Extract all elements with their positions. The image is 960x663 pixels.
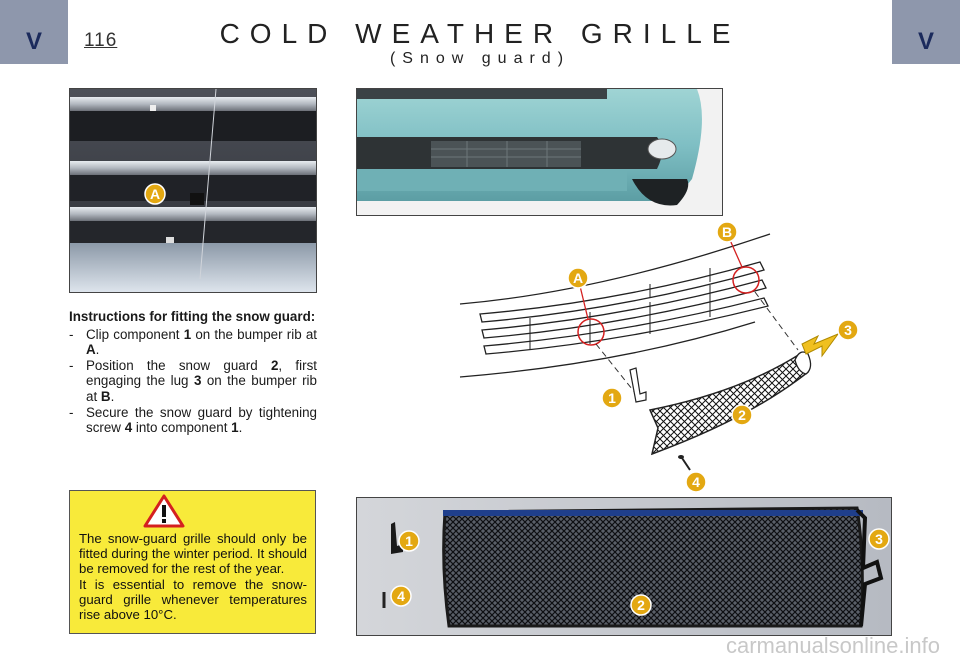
step-text: on the bumper rib at (191, 326, 317, 342)
diagram-callout-3: 3 (837, 319, 859, 341)
step-text: on the bumper rib at (86, 373, 317, 404)
photo-bumper-rib (69, 88, 317, 293)
callout-label: A (150, 186, 160, 202)
chapter-tab-left: V (0, 0, 68, 64)
callout-label: 4 (397, 588, 405, 604)
warning-text-line-1: The snow-guard grille should only be fit… (79, 531, 307, 577)
diagram-callout-4: 4 (685, 471, 707, 493)
step-ref: A (86, 342, 96, 358)
bottom-callout-2: 2 (630, 594, 652, 616)
diagram-callout-1: 1 (601, 387, 623, 409)
callout-label: 1 (405, 533, 413, 549)
diagram-callout-a: A (567, 267, 589, 289)
step-ref: 4 (124, 420, 133, 436)
bottom-callout-1: 1 (398, 530, 420, 552)
step-text: . (238, 420, 243, 436)
bottom-callout-3: 3 (868, 528, 890, 550)
step-text: into component (132, 420, 232, 436)
callout-label: A (573, 270, 583, 286)
step-text: Clip component (86, 326, 184, 342)
step-ref: 3 (193, 373, 202, 389)
fitting-instructions: Instructions for fitting the snow guard:… (69, 309, 317, 436)
callout-label: 2 (738, 407, 746, 423)
callout-label: 3 (844, 322, 852, 338)
instructions-heading: Instructions for fitting the snow guard: (69, 309, 316, 324)
step-text: , first engaging the lug (86, 357, 317, 389)
watermark: carmanualsonline.info (725, 633, 940, 658)
photo-callout-a: A (144, 183, 166, 205)
step-text: . (110, 388, 115, 404)
callout-label: 4 (692, 474, 700, 490)
step-text: . (95, 342, 100, 358)
photo-snow-guard-kit (356, 497, 892, 636)
step-ref: 1 (231, 420, 239, 436)
chapter-tab-right: V (892, 0, 960, 64)
callout-label: 1 (608, 390, 616, 406)
warning-text: The snow-guard grille should only be fit… (79, 531, 307, 622)
callout-label: 3 (875, 531, 883, 547)
bottom-callout-4: 4 (390, 585, 412, 607)
warning-text-line-2: It is essential to remove the snow-guard… (79, 576, 307, 623)
photo-car-front (356, 88, 723, 216)
diagram-callout-2: 2 (731, 404, 753, 426)
page-title: COLD WEATHER GRILLE (219, 18, 741, 49)
page-number: 116 (84, 30, 118, 51)
warning-triangle-icon (143, 494, 185, 528)
warning-box: The snow-guard grille should only be fit… (69, 490, 316, 634)
instruction-step-1: - Clip component 1 on the bumper rib at … (69, 326, 317, 358)
step-text: Position the snow guard (86, 357, 271, 373)
step-ref: 2 (270, 357, 279, 373)
instruction-step-2: - Position the snow guard 2, first engag… (69, 357, 317, 404)
step-text: Secure the snow guard by tightening scre… (86, 404, 317, 436)
instruction-step-3: - Secure the snow guard by tightening sc… (69, 404, 317, 436)
step-ref: 1 (183, 326, 192, 342)
step-ref: B (100, 388, 111, 404)
callout-label: 2 (637, 597, 645, 613)
callout-label: B (722, 224, 732, 240)
fitting-diagram: A B 1 2 3 4 (459, 222, 859, 493)
diagram-callout-b: B (716, 222, 738, 243)
page-subtitle: (Snow guard) (389, 50, 571, 67)
